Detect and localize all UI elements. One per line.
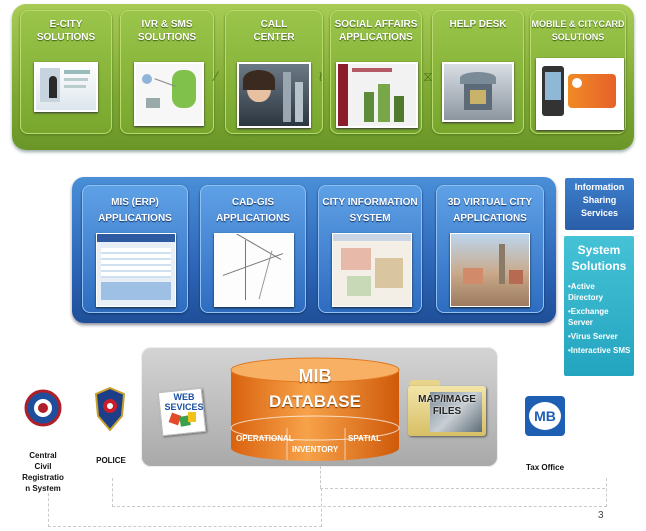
information-sharing-panel[interactable]: Information Sharing Services [565, 178, 634, 230]
mobile-citycard-icon [536, 58, 624, 130]
system-solution-item: •Active Directory [568, 282, 604, 302]
tax-office-logo: MB [525, 396, 565, 436]
system-solution-item: •Interactive SMS [568, 346, 631, 355]
cad-gis-card[interactable]: CAD-GIS APPLICATIONS [200, 185, 306, 313]
cad-gis-title: CAD-GIS APPLICATIONS [216, 197, 290, 224]
ecity-solutions-title: E-CITY SOLUTIONS [36, 19, 96, 43]
connection-line [320, 488, 605, 489]
help-desk-building-icon [442, 62, 514, 122]
call-center-title: CALL CENTER [253, 19, 295, 43]
database-subtitle: DATABASE [269, 392, 361, 411]
mis-erp-title: MIS (ERP) APPLICATIONS [98, 197, 172, 224]
ecity-solutions-card[interactable]: E-CITY SOLUTIONS [20, 10, 112, 134]
system-solutions-title: System Solutions [571, 243, 627, 273]
page-number: 3 [598, 510, 604, 521]
web-services-label: WEB SEVICES [164, 392, 204, 412]
separator-icon: ⧖ [423, 68, 433, 84]
system-solutions-list: •Active Directory •Exchange Server •Viru… [568, 281, 632, 356]
mobile-citycard-card[interactable]: MOBILE & CITYCARD SOLUTIONS [530, 10, 626, 134]
virtual-city-title: 3D VIRTUAL CITY APPLICATIONS [447, 197, 533, 224]
virtual-city-card[interactable]: 3D VIRTUAL CITY APPLICATIONS [436, 185, 544, 313]
database-title: MIB [298, 366, 332, 386]
information-sharing-title: Information Sharing Services [574, 182, 625, 218]
ecity-screenshot-icon [34, 62, 98, 112]
call-center-agent-icon [237, 62, 311, 128]
connection-line [48, 488, 322, 527]
mobile-citycard-title: MOBILE & CITYCARD SOLUTIONS [531, 19, 625, 42]
tax-office-label: Tax Office [525, 463, 565, 472]
social-affairs-screenshot-icon [336, 62, 418, 128]
social-affairs-card[interactable]: SOCIAL AFFAIRS APPLICATIONS [330, 10, 422, 134]
database-segment: INVENTORY [292, 445, 339, 454]
mis-erp-screenshot [96, 233, 176, 307]
mib-database-cylinder[interactable] [229, 356, 401, 464]
map-image-files-folder[interactable]: MAP/IMAGE FILES [406, 378, 488, 438]
connection-line [320, 466, 321, 488]
social-affairs-title: SOCIAL AFFAIRS APPLICATIONS [334, 19, 418, 43]
police-badge-icon [94, 386, 126, 432]
help-desk-card[interactable]: HELP DESK [432, 10, 524, 134]
connection-line [112, 478, 607, 507]
separator-icon: ≀ [318, 68, 324, 84]
virtual-city-screenshot [450, 233, 530, 307]
ivr-network-icon [134, 62, 204, 126]
cad-gis-screenshot [214, 233, 294, 307]
system-solution-item: •Virus Server [568, 332, 618, 341]
city-information-card[interactable]: CITY INFORMATION SYSTEM [318, 185, 422, 313]
database-segment: OPERATIONAL [236, 434, 294, 443]
call-center-card[interactable]: CALL CENTER [225, 10, 323, 134]
city-information-title: CITY INFORMATION SYSTEM [322, 197, 418, 224]
ivr-sms-solutions-title: IVR & SMS SOLUTIONS [137, 19, 197, 43]
separator-icon: ∕ [215, 68, 218, 84]
solutions-band: E-CITY SOLUTIONS IVR & SMS SOLUTIONS CAL… [12, 4, 634, 150]
system-solutions-panel[interactable]: System Solutions •Active Directory •Exch… [564, 236, 634, 376]
database-segment: SPATIAL [348, 434, 382, 443]
city-information-screenshot [332, 233, 412, 307]
system-solution-item: •Exchange Server [568, 307, 609, 327]
police-label: POLICE [96, 456, 126, 465]
civil-registration-seal-icon [24, 389, 62, 427]
tax-office-logo-text: MB [529, 402, 561, 430]
applications-band: MIS (ERP) APPLICATIONS CAD-GIS APPLICATI… [72, 177, 556, 323]
ivr-sms-solutions-card[interactable]: IVR & SMS SOLUTIONS [120, 10, 214, 134]
map-image-files-label: MAP/IMAGE FILES [418, 394, 476, 417]
web-services-icon[interactable]: WEB SEVICES [157, 386, 210, 437]
help-desk-title: HELP DESK [449, 19, 507, 30]
civil-registration-label: Central Civil Registratio n System [22, 451, 64, 493]
mis-erp-card[interactable]: MIS (ERP) APPLICATIONS [82, 185, 188, 313]
